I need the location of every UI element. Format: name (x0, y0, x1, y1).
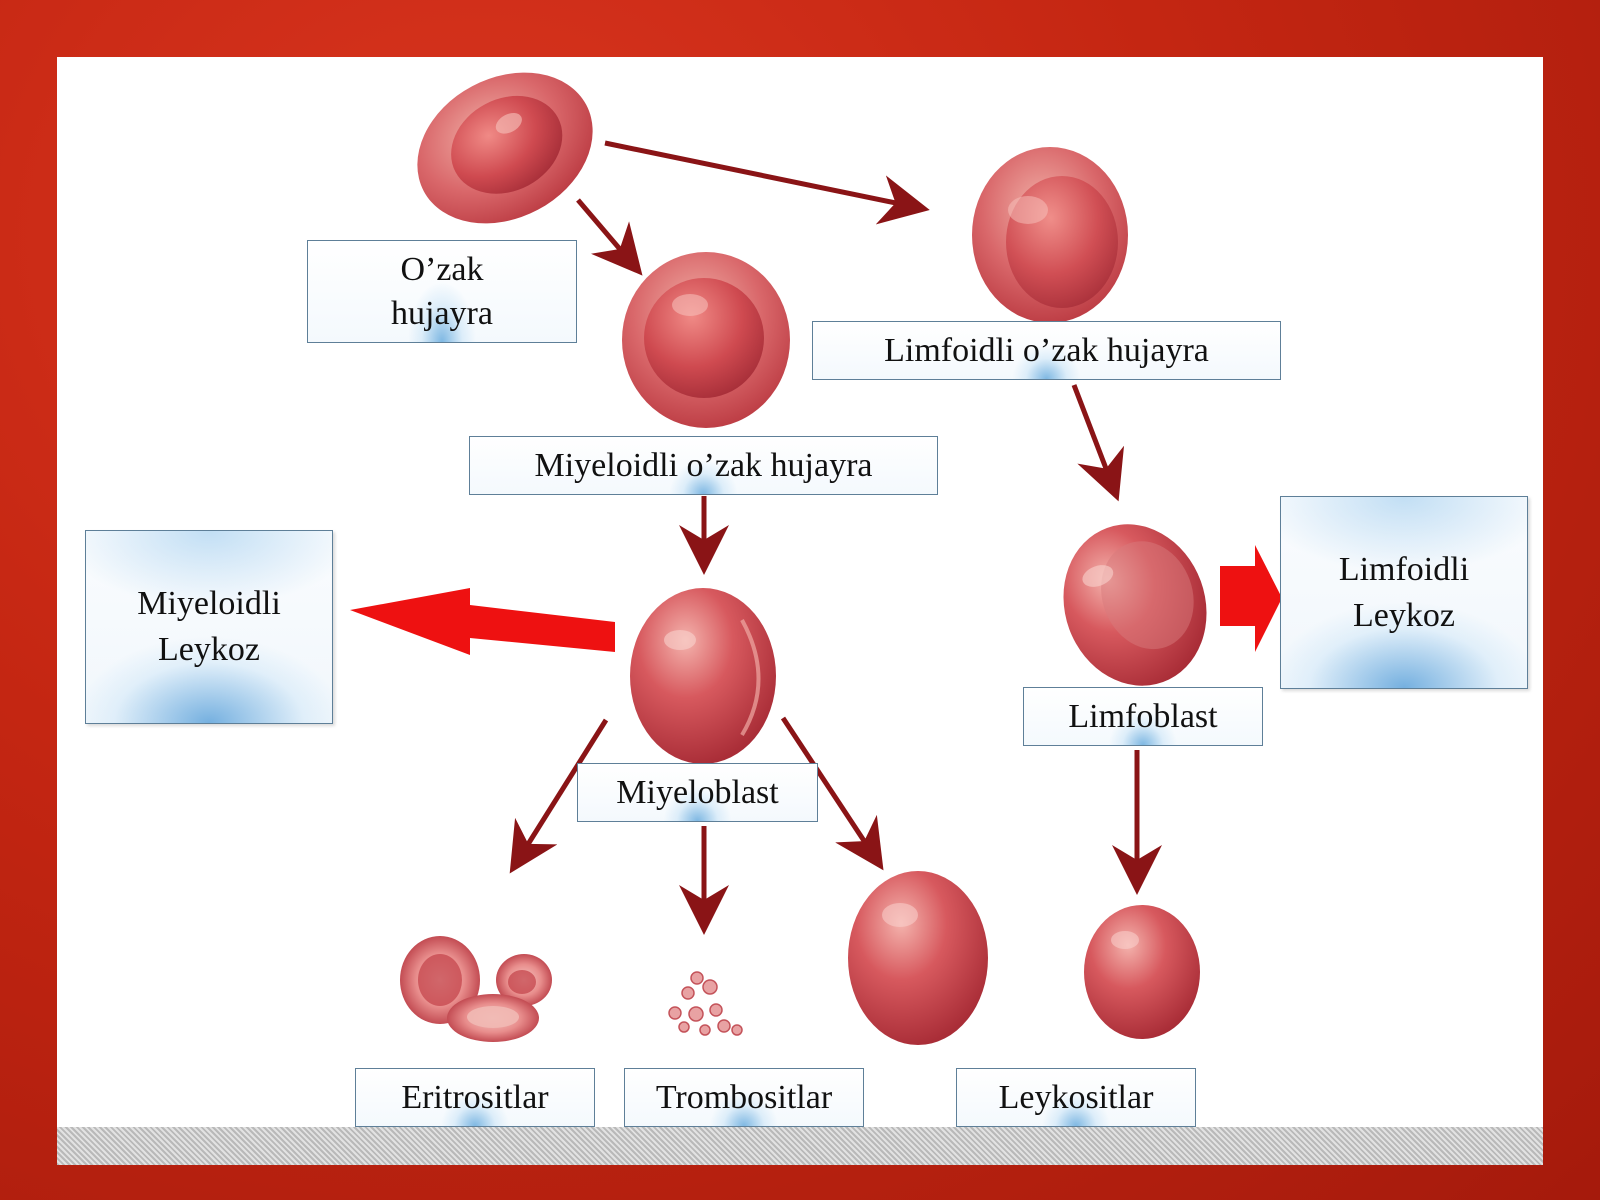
arrow-to-myeloid-leukemia (350, 588, 615, 655)
diagram-canvas (350, 72, 1282, 1045)
arrow-myeloblast-to-leukocyte (780, 716, 884, 871)
stem-cell-image (417, 72, 593, 224)
bottom-hatch-strip (57, 1127, 1543, 1165)
label-lymphoid-stem-cell: Limfoidli o’zak hujayra (812, 321, 1281, 380)
label-leukocytes: Leykositlar (956, 1068, 1196, 1127)
thrombocytes-image (668, 971, 743, 1036)
leukocyte-myeloid-image (848, 871, 988, 1045)
label-myeloid-leukemia: Miyeloidli Leykoz (85, 530, 333, 724)
label-erythrocytes: Eritrositlar (355, 1068, 595, 1127)
leukocyte-lymphoid-image (1084, 905, 1200, 1039)
lymphoid-stem-cell-image (972, 147, 1128, 323)
erythrocytes-image (400, 936, 552, 1042)
label-thrombocytes: Trombositlar (624, 1068, 864, 1127)
lymphoblast-image (1063, 524, 1207, 686)
myeloid-stem-cell-image (622, 252, 790, 428)
arrow-to-lymphoid-leukemia (1220, 545, 1282, 652)
arrow-stem-to-lymphoid (604, 140, 930, 225)
arrow-lymphoid-to-lymphoblast (1071, 384, 1125, 502)
label-stem-cell: O’zak hujayra (307, 240, 577, 343)
label-lymphoblast: Limfoblast (1023, 687, 1263, 746)
label-lymphoid-leukemia: Limfoidli Leykoz (1280, 496, 1528, 689)
arrow-stem-to-myeloid (576, 198, 643, 276)
myeloblast-image (630, 588, 776, 764)
arrow-myeloblast-to-erythrocytes (509, 718, 609, 874)
label-myeloid-stem-cell: Miyeloidli o’zak hujayra (469, 436, 938, 495)
label-myeloblast: Miyeloblast (577, 763, 818, 822)
